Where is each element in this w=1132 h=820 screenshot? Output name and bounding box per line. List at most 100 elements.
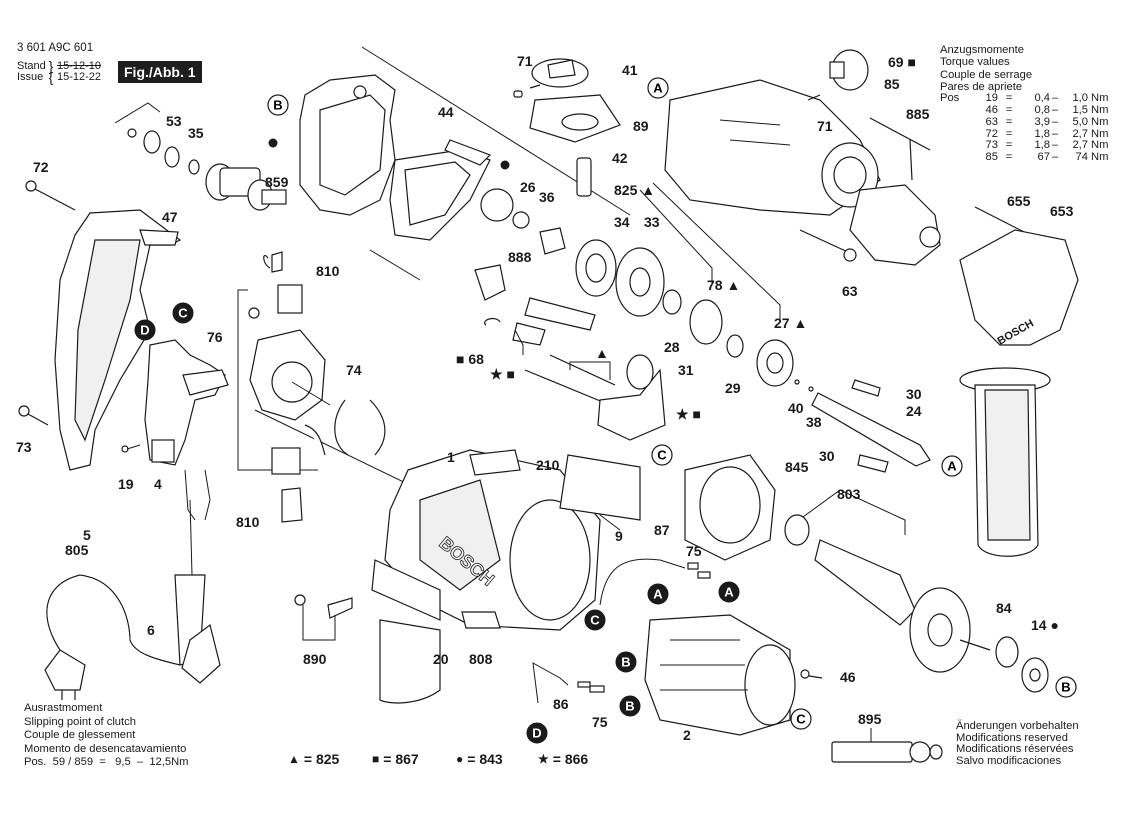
part-label: ▲ xyxy=(595,345,609,361)
part-label: 63 xyxy=(842,283,858,299)
shift-fork xyxy=(597,368,666,441)
part-label: 35 xyxy=(188,125,204,141)
wire-87 xyxy=(599,558,711,606)
label-808 xyxy=(461,611,501,629)
part-label: 78 ▲ xyxy=(707,277,740,293)
part-label: 53 xyxy=(166,113,182,129)
torque-min: 0,4 xyxy=(1034,92,1050,105)
torque-pos: 19 xyxy=(985,92,998,105)
modifications-notice: Änderungen vorbehalten Modifications res… xyxy=(956,720,1079,767)
nameplate-20 xyxy=(371,559,441,704)
part-label: 46 xyxy=(840,669,856,685)
pos-label xyxy=(940,117,976,129)
svg-text:A: A xyxy=(947,459,957,474)
knob-41 xyxy=(531,58,589,88)
part-label: 9 xyxy=(615,528,623,544)
handle-shell-47 xyxy=(54,209,182,471)
pos-label xyxy=(940,105,976,117)
switch-4 xyxy=(121,339,229,521)
brace-icon: { xyxy=(48,69,54,85)
clutch-title-de: Ausrastmoment xyxy=(24,702,103,714)
svg-text:B: B xyxy=(1061,680,1070,695)
part-label: 73 xyxy=(16,439,32,455)
part-label: 75 xyxy=(686,543,702,559)
part-label: 84 xyxy=(996,600,1012,616)
torque-title-es: Pares de apriete xyxy=(940,80,1023,93)
part-label: 810 xyxy=(236,514,260,530)
bullet-dot xyxy=(268,138,278,148)
connector-c-outline: C xyxy=(790,708,812,730)
connector-a-outline: A xyxy=(647,77,669,99)
bullet-dot xyxy=(500,160,510,170)
torque-max: 5,0 xyxy=(1072,115,1088,128)
dash: – xyxy=(1051,127,1059,140)
rods xyxy=(524,354,616,406)
clutch-cage-44 xyxy=(389,139,492,241)
connector-b-filled: B xyxy=(619,695,641,717)
part-label: 36 xyxy=(539,189,555,205)
part-label: 74 xyxy=(346,362,362,378)
connector-a-filled: A xyxy=(718,581,740,603)
part-label: ■ 68 xyxy=(456,351,484,367)
part-label: 47 xyxy=(162,209,178,225)
part-label: 19 xyxy=(118,476,134,492)
torque-pos: 72 xyxy=(985,127,998,140)
legend-item-triangle: ▲ = 825 xyxy=(288,751,339,767)
circle-icon: ● xyxy=(456,752,464,766)
rings-28-31-78-29 xyxy=(626,289,744,390)
gears-34-33 xyxy=(575,239,665,317)
torque-min: 67 xyxy=(1037,151,1050,164)
figure-label: Fig./Abb. 1 xyxy=(118,61,202,83)
part-label: 5 xyxy=(83,527,91,543)
connector-c-filled: C xyxy=(172,302,194,324)
torque-max: 1,5 xyxy=(1072,103,1088,116)
part-label: 76 xyxy=(207,329,223,345)
torque-unit: Nm xyxy=(1091,92,1109,105)
modifications-fr: Modifications réservées xyxy=(956,743,1074,756)
gear-housing-825 xyxy=(664,79,881,216)
part-label: 33 xyxy=(644,214,660,230)
brush-holder-76 xyxy=(237,251,331,523)
connector-b-filled: B xyxy=(615,651,637,673)
legend-value: = 843 xyxy=(467,751,503,767)
dash: – xyxy=(1051,139,1059,152)
cover-89 xyxy=(529,94,621,143)
part-label: 85 xyxy=(884,76,900,92)
connector-markers: A B C D A C A A C B B D C B xyxy=(134,77,1077,744)
clutch-spindle-859 xyxy=(205,163,287,211)
svg-text:C: C xyxy=(178,306,188,321)
issue-label: Issue xyxy=(17,71,44,83)
dash: – xyxy=(1051,151,1059,164)
connector-b-outline: B xyxy=(267,94,289,116)
torque-title-en: Torque values xyxy=(940,56,1010,69)
modifications-en: Modifications reserved xyxy=(956,731,1068,744)
part-label: 895 xyxy=(858,711,882,727)
part-label: 1 xyxy=(447,449,455,465)
pos-label xyxy=(940,129,976,141)
auxiliary-handle-653: BOSCH xyxy=(959,229,1079,557)
gear-26-36 xyxy=(480,188,566,255)
brace-icon: } xyxy=(48,58,54,74)
torque-max: 2,7 xyxy=(1072,139,1088,152)
armature-803 xyxy=(784,489,991,673)
part-label: 71 xyxy=(817,118,833,134)
svg-text:A: A xyxy=(653,81,663,96)
part-label: 86 xyxy=(553,696,569,712)
part-label: 805 xyxy=(65,542,89,558)
connector-c-outline: C xyxy=(651,444,673,466)
part-label: 210 xyxy=(536,457,560,473)
part-label: 42 xyxy=(612,150,628,166)
part-label: 2 xyxy=(683,727,691,743)
triangle-icon: ▲ xyxy=(288,752,300,766)
modifications-de: Änderungen vorbehalten xyxy=(956,720,1079,732)
clutch-slip-block: Ausrastmoment Slipping point of clutch C… xyxy=(24,702,189,770)
torque-pos: 46 xyxy=(985,103,998,116)
pos-label xyxy=(940,152,976,164)
connector-a-filled: A xyxy=(647,583,669,605)
legend-item-star: ★ = 866 xyxy=(538,751,588,767)
torque-min: 1,8 xyxy=(1034,139,1050,152)
